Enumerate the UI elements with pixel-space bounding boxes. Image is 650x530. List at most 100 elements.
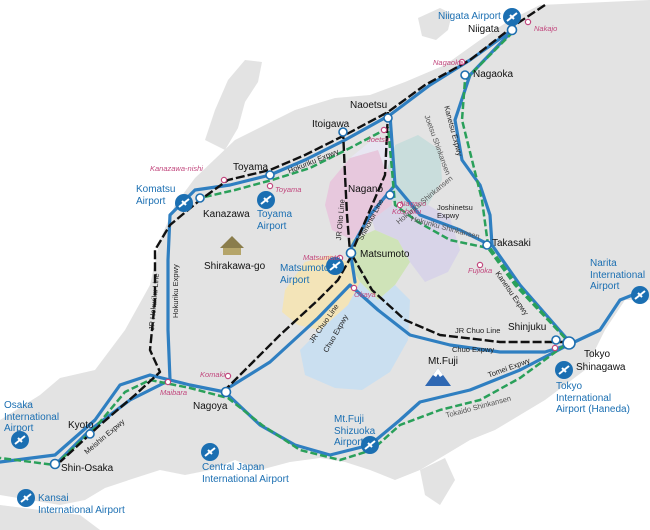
minor-station-label: Nakajo [534, 24, 558, 33]
station-marker-icon [266, 182, 274, 190]
minor-station-label: Maibara [160, 388, 188, 397]
airport-icon[interactable] [17, 489, 35, 507]
city-label-shinjuku: Shinjuku [508, 322, 547, 333]
land-izu [420, 458, 455, 505]
heritage-house-icon [220, 236, 244, 255]
route-label-hokuriku-expwy-2: Hokuriku Expwy [171, 264, 180, 318]
airport-icon[interactable] [201, 443, 219, 461]
nagano-prefecture [282, 135, 460, 390]
shinonoi-line[interactable] [350, 111, 390, 253]
city-label-naoetsu: Naoetsu [350, 100, 388, 111]
minor-station-label: Kanazawa-nishi [150, 164, 203, 173]
station-marker-icon[interactable] [383, 113, 393, 123]
city-label-kyoto: Kyoto [68, 420, 94, 431]
expressways [0, 26, 642, 467]
airport-label-niigata[interactable]: Niigata Airport [438, 11, 501, 22]
minor-station-label: Fujioka [468, 266, 493, 275]
city-label-nagano: Nagano [348, 184, 384, 195]
station-marker-icon [476, 261, 484, 269]
station-marker-icon[interactable] [460, 70, 470, 80]
joshinetsu-expressway[interactable] [388, 113, 492, 247]
station-marker-icon [551, 344, 559, 352]
land-sado [418, 8, 452, 40]
airport-label-narita[interactable]: Narita International Airport [590, 258, 646, 292]
station-marker-icon [458, 58, 466, 66]
shinkansen-lines [0, 31, 566, 467]
station-marker-icon[interactable] [195, 193, 205, 203]
minor-station-label: Okaya [354, 290, 376, 299]
city-label-toyama: Toyama [233, 162, 269, 173]
airport-icon[interactable] [326, 257, 344, 275]
station-marker-icon[interactable] [551, 335, 561, 345]
city-label-mt-fuji: Mt.Fuji [428, 356, 458, 367]
jr-hokuriku-line[interactable] [59, 4, 546, 463]
station-marker-icon [524, 18, 532, 26]
airport-icon[interactable] [11, 431, 29, 449]
station-marker-icon [224, 372, 232, 380]
chuo-expressway[interactable] [223, 283, 570, 392]
airport-icon[interactable] [257, 191, 275, 209]
minor-station-label: Nagaoka [433, 58, 464, 67]
jr-oito-line[interactable] [341, 129, 352, 253]
city-label-takasaki: Takasaki [492, 238, 531, 249]
jr-chuo-line-west[interactable] [224, 254, 354, 391]
city-label-tokyo: Tokyo [584, 349, 611, 360]
station-marker-icon[interactable] [562, 336, 576, 350]
city-label-itoigawa: Itoigawa [312, 119, 350, 130]
airport-icon[interactable] [503, 8, 521, 26]
airport-icon[interactable] [631, 286, 649, 304]
station-marker-icon[interactable] [345, 247, 357, 259]
station-marker-icon[interactable] [338, 127, 348, 137]
airport-label-haneda[interactable]: Tokyo International Airport (Haneda) [556, 381, 630, 415]
station-marker-icon[interactable] [265, 170, 275, 180]
minor-station-label: Nagano [400, 199, 427, 208]
jr-lines [59, 4, 568, 463]
joetsu-shinkansen[interactable] [460, 31, 566, 339]
station-markers [49, 24, 576, 470]
airport-label-kansai[interactable]: Kansai International Airport [38, 493, 125, 516]
airport-label-matsumoto[interactable]: Matsumoto Airport [280, 263, 330, 286]
station-marker-icon[interactable] [506, 24, 518, 36]
airport-label-chubu[interactable]: Central Japan International Airport [202, 462, 289, 485]
city-label-matsumoto: Matsumoto [360, 249, 410, 260]
minor-station-label: Koshoku [392, 207, 422, 216]
land-shikoku [0, 505, 100, 530]
narita-expressway[interactable] [566, 290, 642, 347]
city-label-nagoya: Nagoya [193, 401, 228, 412]
mountain-icon [425, 368, 451, 386]
station-marker-icon [350, 284, 358, 292]
city-label-kanazawa: Kanazawa [203, 209, 250, 220]
minor-station-label: Toyama [275, 185, 302, 194]
route-label-chuo-expwy-2: Chuo Expwy [452, 345, 495, 354]
airport-icon[interactable] [361, 436, 379, 454]
airport-icon[interactable] [555, 361, 573, 379]
airport-label-itami[interactable]: Osaka International Airport [4, 400, 60, 434]
minor-station-label: Joetsu [367, 135, 390, 144]
minor-station-markers [164, 18, 559, 386]
station-marker-icon [164, 378, 172, 386]
route-label-jr-chuo-east: JR Chuo Line [455, 326, 501, 335]
station-marker-icon[interactable] [49, 458, 61, 470]
station-marker-icon[interactable] [220, 386, 232, 398]
jr-chuo-line-east[interactable] [350, 254, 568, 344]
minor-station-label: Komaki [200, 370, 226, 379]
tokaido-shinkansen[interactable] [0, 343, 566, 467]
minor-station-label: Matsumoto [303, 253, 341, 262]
city-label-shinagawa: Shinagawa [576, 362, 626, 373]
kanetsu-expressway[interactable] [453, 26, 570, 342]
airport-label-toyama[interactable]: Toyama Airport [257, 209, 293, 232]
airport-label-komatsu[interactable]: Komatsu Airport [136, 184, 176, 207]
station-marker-icon[interactable] [385, 190, 395, 200]
station-marker-icon[interactable] [85, 429, 95, 439]
airport-icon[interactable] [175, 194, 193, 212]
airport-icons [11, 8, 649, 507]
airport-label-shizuoka[interactable]: Mt.Fuji Shizuoka Airport [334, 414, 376, 448]
station-marker-icon[interactable] [482, 240, 492, 250]
station-marker-icon [396, 201, 404, 209]
city-label-shin-osaka: Shin-Osaka [61, 463, 114, 474]
city-label-niigata: Niigata [468, 24, 500, 35]
station-marker-icon [380, 126, 388, 134]
route-label-joshinetsu: Joshinetsu Expwy [437, 203, 473, 220]
